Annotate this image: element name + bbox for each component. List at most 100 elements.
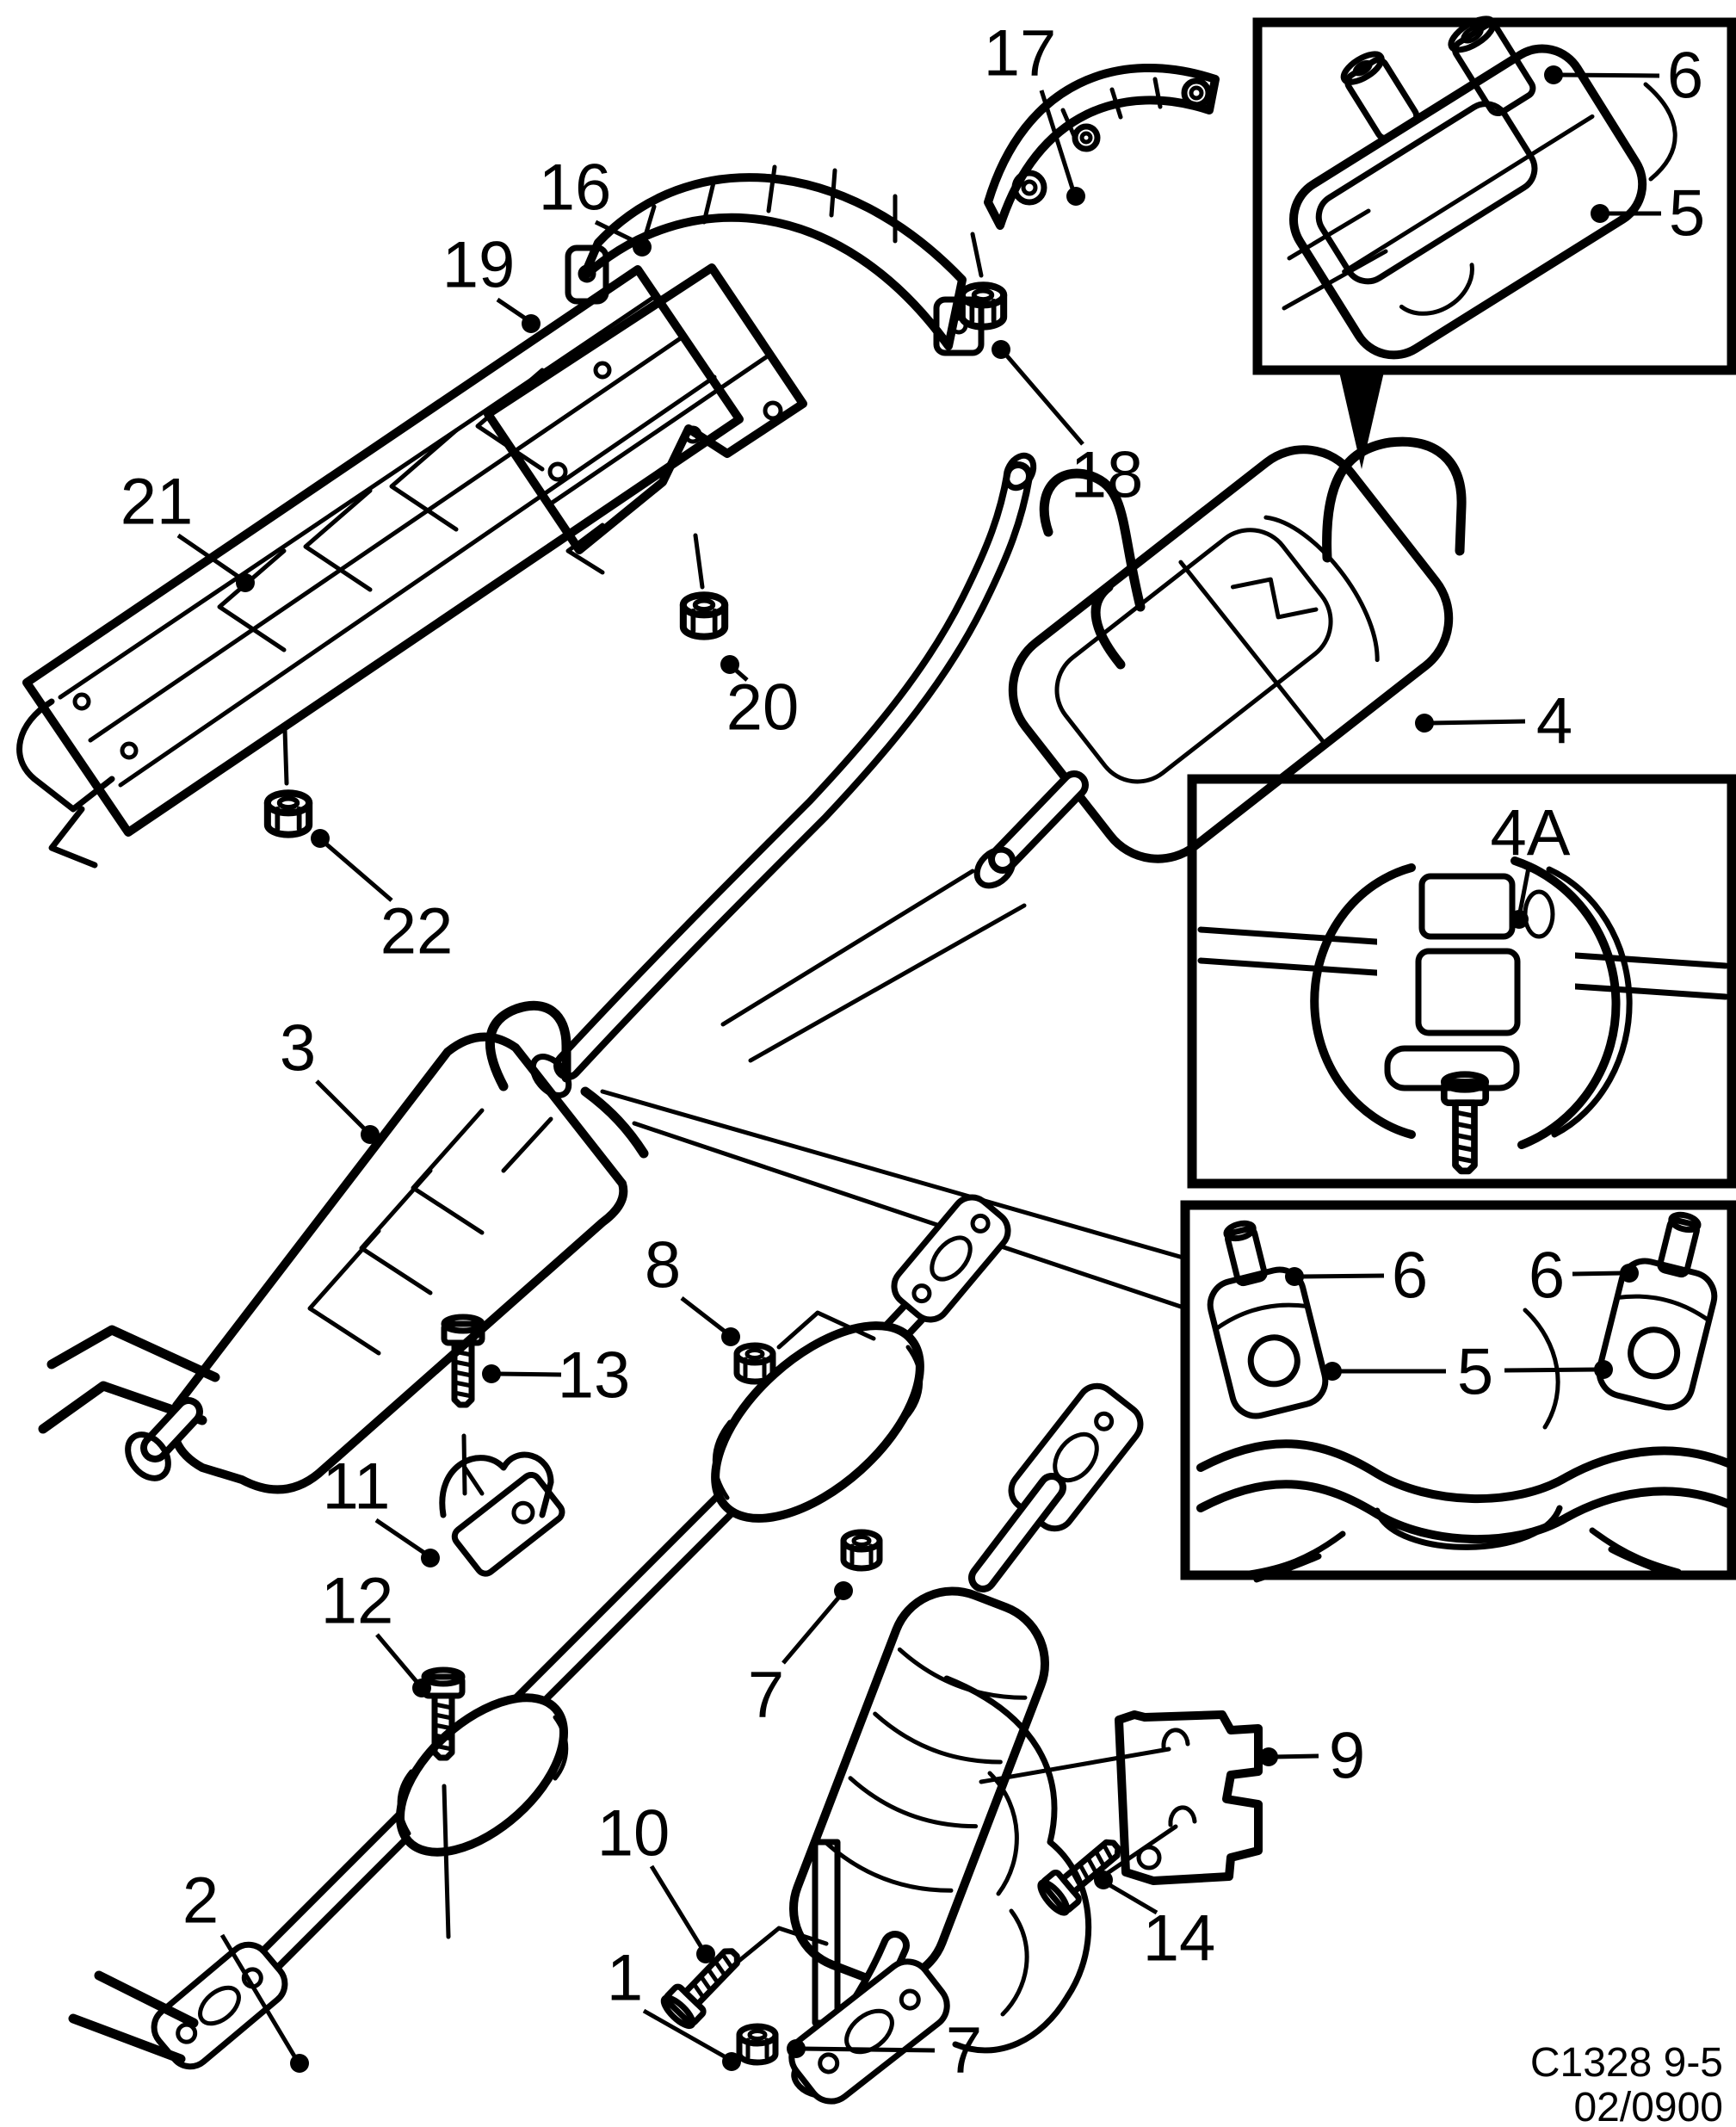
front-catalyst-1 xyxy=(788,1382,1144,2105)
rubber-hanger-left xyxy=(1192,1213,1330,1421)
callout-19-dot xyxy=(522,314,541,333)
callout-19-label: 19 xyxy=(442,229,516,302)
callout-4A-leader xyxy=(1517,867,1531,913)
callout-22-leader xyxy=(322,840,393,902)
nut-22-stud-line xyxy=(282,727,289,786)
callout-21-dot xyxy=(236,573,255,592)
nut-8-stud-line xyxy=(776,1310,876,1350)
callout-6-bottom-left-leader xyxy=(1300,1273,1385,1279)
center-muffler-3 xyxy=(38,1032,628,1494)
support-strap-17 xyxy=(984,64,1220,230)
callout-20-label: 20 xyxy=(726,671,800,745)
callout-6-top-label: 6 xyxy=(1667,40,1703,113)
callout-18-dot xyxy=(992,340,1010,359)
clamp-bracket-11 xyxy=(439,1451,565,1577)
nut-18-stud-line xyxy=(970,232,984,278)
callout-4-dot xyxy=(1415,714,1434,733)
callout-16-dot xyxy=(633,238,652,257)
inset-pointer-arrow xyxy=(1339,372,1384,469)
callout-2-leader xyxy=(219,1933,299,2061)
callout-20-dot xyxy=(720,655,739,674)
callout-12-leader xyxy=(375,1633,420,1685)
callout-14-leader xyxy=(1105,1881,1158,1915)
callout-13-dot xyxy=(482,1364,501,1383)
callout-3-dot xyxy=(361,1125,380,1144)
callout-14-label: 14 xyxy=(1143,1902,1216,1976)
mount-plate xyxy=(812,1839,841,2026)
heat-shield-16 xyxy=(565,164,985,356)
callout-4A-label: 4A xyxy=(1491,797,1571,870)
heat-shield-19 xyxy=(484,263,807,575)
rubber-hanger-detail-top xyxy=(1282,15,1677,469)
callout-7-upper-label: 7 xyxy=(748,1659,784,1732)
callout-10-leader xyxy=(649,1864,705,1951)
callout-3-label: 3 xyxy=(280,1012,316,1085)
callout-8-dot xyxy=(721,1327,740,1346)
callout-6-top-dot xyxy=(1544,65,1563,84)
callout-14-dot xyxy=(1094,1870,1113,1889)
callout-4-label: 4 xyxy=(1536,685,1572,758)
nut-22 xyxy=(268,793,309,834)
callout-21-label: 21 xyxy=(120,466,194,539)
callout-2-label: 2 xyxy=(182,1864,219,1938)
callout-18-leader xyxy=(1003,351,1084,446)
callout-9-leader xyxy=(1273,1753,1319,1759)
callout-10-dot xyxy=(696,1945,715,1963)
callout-12-label: 12 xyxy=(321,1565,394,1638)
callout-1-label: 1 xyxy=(607,1942,643,2015)
callout-9-dot xyxy=(1259,1747,1278,1766)
resonator xyxy=(396,1693,568,1857)
nut-20 xyxy=(683,595,725,636)
callout-12-dot xyxy=(412,1679,431,1697)
callout-6-bottom-left-dot xyxy=(1285,1267,1304,1286)
callout-8-leader xyxy=(680,1296,729,1335)
pipe-flange-upper xyxy=(891,1194,1011,1323)
callout-7-lower-label: 7 xyxy=(946,2014,982,2087)
callout-4-leader xyxy=(1430,719,1526,726)
callout-7-lower-dot xyxy=(787,2039,806,2058)
callout-9-label: 9 xyxy=(1329,1720,1365,1793)
inset-hanger-detail-top xyxy=(1252,17,1736,375)
callout-17-label: 17 xyxy=(984,17,1057,90)
callout-1-dot xyxy=(722,2052,741,2071)
callout-8-label: 8 xyxy=(645,1229,681,1302)
callout-4A-dot xyxy=(1510,910,1529,929)
callout-16-leader xyxy=(594,220,639,245)
inset-boxes xyxy=(1180,17,1736,1580)
nut-7-upper xyxy=(843,1532,880,1568)
callout-6-bottom-right-label: 6 xyxy=(1529,1240,1565,1313)
callout-18-label: 18 xyxy=(1071,439,1144,512)
callout-21-leader xyxy=(176,533,243,581)
pipe-clamp-detail-4a xyxy=(1197,856,1729,1171)
drawing-date: 02/0900 xyxy=(1573,2085,1723,2127)
catalyst-pipe-2 xyxy=(68,1194,1011,2070)
callout-22-dot xyxy=(311,829,330,848)
callout-22-label: 22 xyxy=(380,895,454,968)
callout-7-lower-leader xyxy=(801,2046,936,2053)
callout-19-leader xyxy=(496,297,528,322)
callout-10-label: 10 xyxy=(597,1797,670,1870)
rear-muffler-4 xyxy=(973,436,1467,889)
callout-13-label: 13 xyxy=(558,1339,631,1413)
inset-clamp-detail-4a xyxy=(1187,774,1736,1189)
bolt-13-axis-line xyxy=(461,1433,467,1496)
callout-3-leader xyxy=(315,1079,368,1132)
callout-7-upper-leader xyxy=(782,1594,842,1665)
callout-6-bottom-right-leader xyxy=(1572,1271,1624,1277)
callout-5-bottom-label: 5 xyxy=(1457,1336,1493,1409)
callout-11-leader xyxy=(374,1518,429,1557)
mount-bracket-9 xyxy=(979,1710,1263,1885)
callout-11-dot xyxy=(421,1549,440,1567)
callout-6-top-leader xyxy=(1559,72,1660,78)
drawing-code: C1328 9-5 xyxy=(1530,2040,1723,2086)
nut-8 xyxy=(737,1345,773,1382)
locator-lines xyxy=(600,869,1189,1311)
nut-7-lower xyxy=(739,2026,775,2062)
center-muffler-body xyxy=(169,1032,628,1494)
callout-13-leader xyxy=(497,1371,562,1377)
callout-17-leader xyxy=(1039,90,1076,192)
callout-5-bottom-dot-2 xyxy=(1594,1360,1613,1379)
heat-shield-21 xyxy=(16,265,744,869)
